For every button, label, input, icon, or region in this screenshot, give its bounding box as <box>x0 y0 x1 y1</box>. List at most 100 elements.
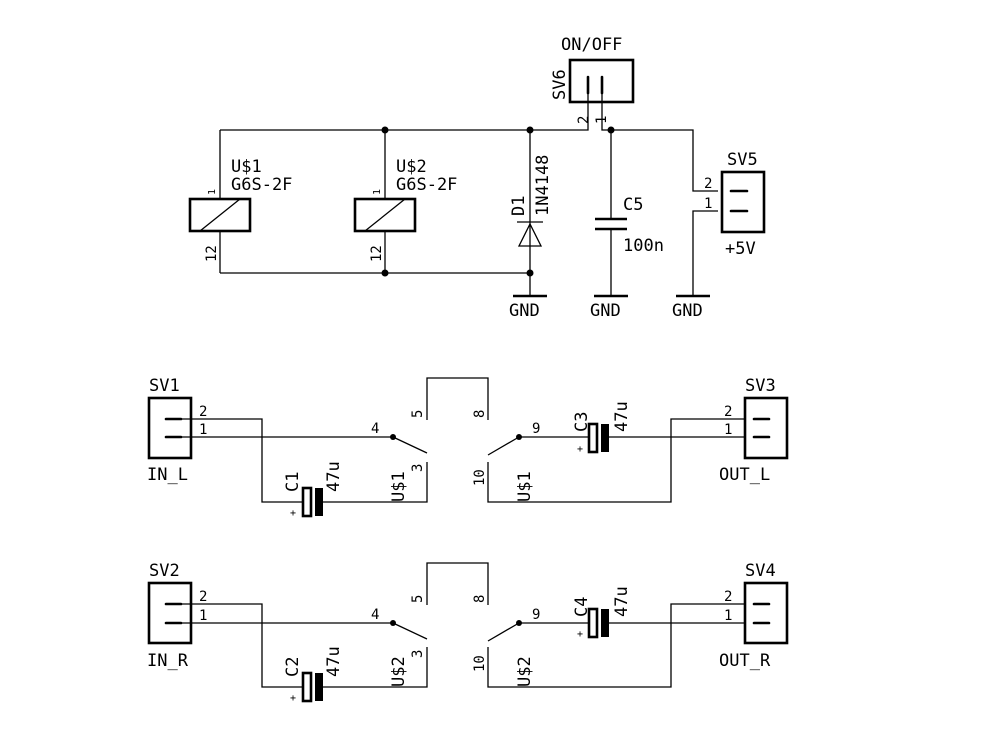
relay-b-name: U$1 <box>515 471 535 502</box>
relay-b-pin8: 8 <box>472 595 488 603</box>
sv1-value: IN_L <box>147 465 188 485</box>
c2-value: 47u <box>324 646 344 677</box>
sv6-pin2-label: 2 <box>576 116 592 124</box>
sv4-name: SV4 <box>745 561 776 581</box>
c2-name: C2 <box>283 657 303 677</box>
c3-name: C3 <box>572 412 592 432</box>
svg-text:GND: GND <box>509 301 540 321</box>
relay-a-pin3: 3 <box>410 650 426 658</box>
wire-sv1-pin2 <box>166 418 303 503</box>
sv2-name: SV2 <box>149 561 180 581</box>
c5-name: C5 <box>623 195 643 215</box>
sv4-pin2-label: 2 <box>724 589 732 605</box>
sv6-connector: ON/OFF SV6 2 1 <box>550 35 635 124</box>
wire-sv5-gnd <box>692 210 718 295</box>
sv1-pin2-label: 2 <box>199 404 207 420</box>
gnd-symbol: GND <box>590 294 628 321</box>
sv2-pin1-label: 1 <box>199 608 207 624</box>
sv5-pin1-label: 1 <box>704 196 712 212</box>
sv5-pin2-label: 2 <box>704 176 712 192</box>
c4-name: C4 <box>572 597 592 617</box>
c3-capacitor: + C3 47u <box>572 401 632 455</box>
relay-b-pin10: 10 <box>472 469 488 486</box>
sv6-value: ON/OFF <box>561 35 622 55</box>
u1-value: G6S-2F <box>231 175 292 195</box>
u1-relay-coil: U$1 G6S-2F 1 12 <box>188 157 292 262</box>
gnd-symbol: GND <box>509 294 547 321</box>
wire-top-bus <box>220 85 589 131</box>
c2-plus: + <box>290 693 296 704</box>
sv1-name: SV1 <box>149 376 180 396</box>
d1-name: D1 <box>509 196 529 216</box>
svg-text:GND: GND <box>590 301 621 321</box>
relay-b-pin10: 10 <box>472 655 488 672</box>
relay-b-pin9: 9 <box>532 421 540 437</box>
sv2-connector: SV2 IN_R 2 1 <box>147 561 207 671</box>
c4-value: 47u <box>612 586 632 617</box>
c1-name: C1 <box>283 472 303 492</box>
wire-c1-out <box>323 462 428 503</box>
sv3-value: OUT_L <box>719 465 770 485</box>
sv1-pin1-label: 1 <box>199 422 207 438</box>
power-section: ON/OFF SV6 2 1 U$1 G6S-2F 1 12 U$2 G6S-2… <box>188 35 766 321</box>
sv6-pin1-label: 1 <box>594 116 610 124</box>
relay-a-pin4: 4 <box>371 607 379 623</box>
c4-plus: + <box>577 629 583 640</box>
svg-text:GND: GND <box>672 301 703 321</box>
sv1-connector: SV1 IN_L 2 1 <box>147 376 207 485</box>
wire-sv2-pin2 <box>166 603 303 688</box>
relay-a-pin3: 3 <box>410 464 426 472</box>
sv3-name: SV3 <box>745 376 776 396</box>
u2-pin12-label: 12 <box>369 245 385 262</box>
u2-pin1-label: 1 <box>372 189 383 195</box>
gnd-symbol: GND <box>672 294 710 321</box>
sv3-connector: SV3 OUT_L 2 1 <box>719 376 789 485</box>
junction <box>526 126 534 134</box>
c1-plus: + <box>290 508 296 519</box>
sv5-value: +5V <box>725 239 756 259</box>
c5-value: 100n <box>623 236 664 256</box>
junction <box>526 269 534 277</box>
relay-u2-contact-a: 4 5 3 U$2 <box>371 595 428 687</box>
c1-capacitor: + C1 47u <box>283 461 344 519</box>
junction <box>607 126 615 134</box>
sv3-pin2-label: 2 <box>724 404 732 420</box>
junction <box>381 126 389 134</box>
c3-plus: + <box>577 444 583 455</box>
relay-b-pin9: 9 <box>532 607 540 623</box>
right-channel-section: SV2 IN_R 2 1 + C2 47u 4 5 3 U$2 8 9 <box>147 561 789 704</box>
sv5-name: SV5 <box>727 150 758 170</box>
c5-capacitor: C5 100n <box>595 195 664 256</box>
c4-capacitor: + C4 47u <box>572 586 632 640</box>
relay-a-name: U$1 <box>389 471 409 502</box>
junction <box>381 269 389 277</box>
relay-a-pin5: 5 <box>410 410 426 418</box>
sv2-pin2-label: 2 <box>199 589 207 605</box>
wire-c2-out <box>323 647 428 688</box>
u1-pin12-label: 12 <box>204 245 220 262</box>
left-channel-section: SV1 IN_L 2 1 + C1 47u 4 5 3 U$1 8 9 <box>147 376 789 519</box>
relay-a-pin4: 4 <box>371 421 379 437</box>
relay-b-name: U$2 <box>515 656 535 687</box>
d1-diode: D1 1N4148 <box>509 155 553 247</box>
d1-value: 1N4148 <box>533 155 553 216</box>
u2-value: G6S-2F <box>396 175 457 195</box>
c2-capacitor: + C2 47u <box>283 646 344 704</box>
wire-relay-link <box>426 377 489 420</box>
relay-b-pin8: 8 <box>472 410 488 418</box>
wire-relay-b-out <box>487 603 745 688</box>
c3-value: 47u <box>612 401 632 432</box>
sv4-connector: SV4 OUT_R 2 1 <box>719 561 789 671</box>
c1-value: 47u <box>324 461 344 492</box>
sv6-name: SV6 <box>550 69 570 100</box>
u2-name: U$2 <box>396 157 427 177</box>
relay-a-pin5: 5 <box>410 595 426 603</box>
wire-sv6-pin1 <box>601 85 718 192</box>
wire-relay-b-out <box>487 418 745 503</box>
relay-u1-contact-b: 8 9 10 U$1 <box>472 410 540 502</box>
u1-name: U$1 <box>231 157 262 177</box>
relay-u1-contact-a: 4 5 3 U$1 <box>371 410 428 502</box>
sv2-value: IN_R <box>147 651 189 671</box>
relay-a-name: U$2 <box>389 656 409 687</box>
